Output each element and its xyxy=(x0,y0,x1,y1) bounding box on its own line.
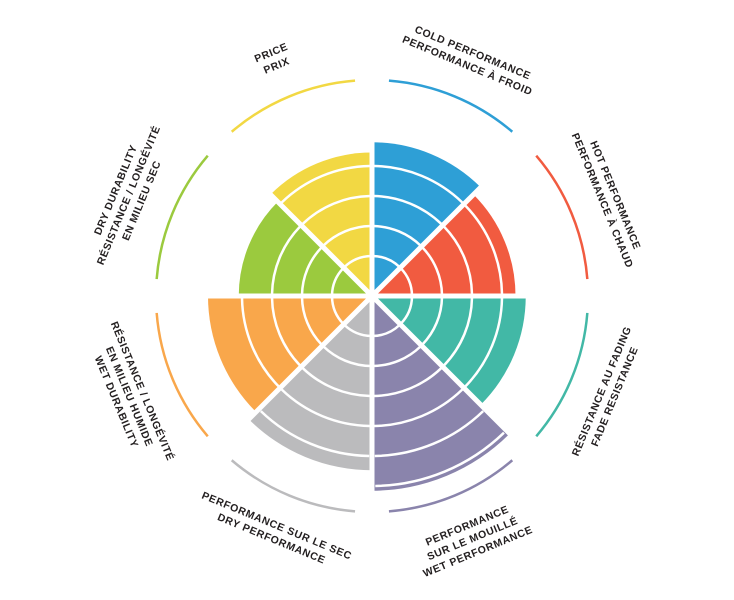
outer-arc-wet-durability xyxy=(155,312,209,438)
grid-ring-arc xyxy=(259,410,370,458)
outer-arc-dry-durability xyxy=(155,154,209,280)
separator-line xyxy=(223,294,374,445)
outer-arc-hot-performance xyxy=(535,154,589,280)
grid-ring-arc xyxy=(343,323,372,338)
wedge-wet-performance xyxy=(372,296,510,491)
grid-ring-arc xyxy=(322,345,371,368)
grid-ring-arc xyxy=(280,164,370,204)
label-fade-resistance: RÉSISTANCE AU FADINGFADE RESISTANCE xyxy=(569,324,647,463)
wedge-cold-performance xyxy=(372,142,481,296)
grid-ring-arc xyxy=(372,323,401,338)
separator-line xyxy=(370,294,521,445)
grid-ring-arc xyxy=(330,267,345,296)
grid-ring-arc xyxy=(240,298,280,388)
grid-ring-arc xyxy=(399,296,414,325)
label-dry-performance: PERFORMANCE SUR LE SECDRY PERFORMANCE xyxy=(195,490,354,576)
wedge-price xyxy=(270,152,372,296)
grid-ring-arc xyxy=(399,267,414,296)
grid-ring-arc xyxy=(300,246,323,295)
grid-ring-arc xyxy=(374,388,464,428)
grid-ring-arc xyxy=(373,367,443,398)
grid-ring-arc xyxy=(280,388,370,428)
grid-ring-arc xyxy=(464,298,504,388)
grid-ring-arc xyxy=(270,225,301,295)
label-price: PRICEPRIX xyxy=(253,41,295,78)
grid-ring-arc xyxy=(270,297,301,367)
separator-line xyxy=(370,147,521,298)
wedge-hot-performance xyxy=(372,194,516,296)
outer-arc-fade-resistance xyxy=(535,312,589,438)
grid-ring-arc xyxy=(374,410,485,458)
outer-arc-wet-performance xyxy=(388,459,514,513)
grid-ring-arc xyxy=(322,224,371,247)
grid-ring-arc xyxy=(443,225,474,295)
outer-arc-price xyxy=(230,79,356,133)
label-line: PERFORMANCE SUR LE SEC xyxy=(200,490,354,563)
grid-ring-arc xyxy=(300,297,323,346)
grid-ring-arc xyxy=(330,296,345,325)
label-hot-performance: HOT PERFORMANCEPERFORMANCE À CHAUD xyxy=(569,126,649,270)
grid-ring-arc xyxy=(373,345,422,368)
grid-ring-arc xyxy=(421,297,444,346)
wedge-fade-resistance xyxy=(372,296,526,405)
label-wet-performance: PERFORMANCESUR LE MOUILLÉWET PERFORMANCE xyxy=(411,498,535,580)
grid-ring-arc xyxy=(421,246,444,295)
grid-ring-arc xyxy=(301,367,371,398)
outer-arc-dry-performance xyxy=(230,459,356,513)
outer-arc-cold-performance xyxy=(388,79,514,133)
grid-ring-arc xyxy=(375,431,505,488)
grid-ring-arc xyxy=(374,164,464,204)
grid-ring-arc xyxy=(343,254,372,269)
label-wet-durability: RÉSISTANCE / LONGÉVITÉEN MILIEU HUMIDEWE… xyxy=(82,320,177,474)
grid-ring-arc xyxy=(301,194,371,225)
grid-ring-arc xyxy=(443,297,474,367)
separator-line xyxy=(223,147,374,298)
grid-ring-arc xyxy=(373,224,422,247)
grid-ring-arc xyxy=(372,254,401,269)
grid-ring-arc xyxy=(373,194,443,225)
grid-ring-arc xyxy=(464,204,504,294)
